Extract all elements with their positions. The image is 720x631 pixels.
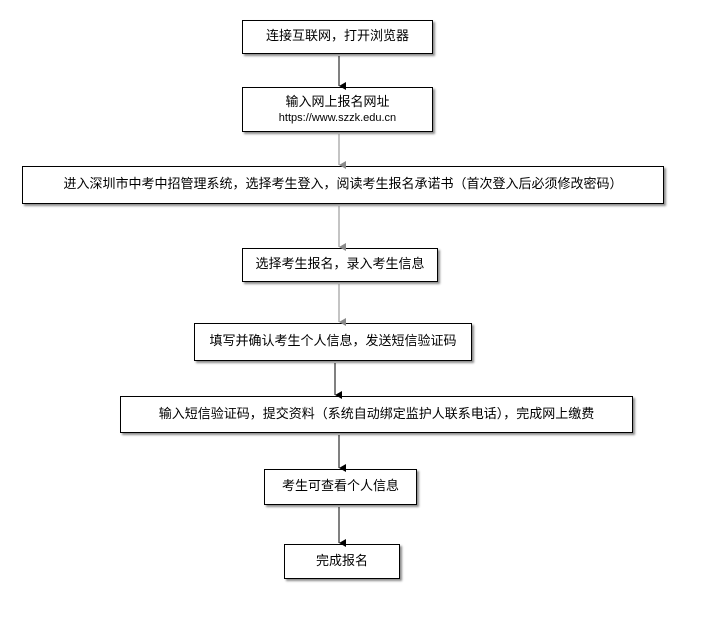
step-2-text: 输入网上报名网址 (285, 94, 390, 110)
step-1-text: 连接互联网，打开浏览器 (265, 29, 409, 44)
step-5-box: 填写并确认考生个人信息，发送短信验证码 (194, 323, 472, 361)
step-3-text: 进入深圳市中考中招管理系统，选择考生登入，阅读考生报名承诺书（首次登入后必须修改… (63, 177, 623, 192)
step-2-url[interactable]: https://www.szzk.edu.cn (278, 111, 397, 124)
step-3-box: 进入深圳市中考中招管理系统，选择考生登入，阅读考生报名承诺书（首次登入后必须修改… (22, 166, 664, 204)
step-4-text: 选择考生报名，录入考生信息 (255, 257, 425, 272)
step-1-box: 连接互联网，打开浏览器 (242, 20, 433, 54)
step-5-text: 填写并确认考生个人信息，发送短信验证码 (209, 334, 457, 349)
step-6-text: 输入短信验证码，提交资料（系统自动绑定监护人联系电话），完成网上缴费 (158, 406, 595, 422)
step-2-box: 输入网上报名网址 https://www.szzk.edu.cn (242, 87, 433, 132)
step-7-text: 考生可查看个人信息 (281, 479, 399, 494)
step-6-box: 输入短信验证码，提交资料（系统自动绑定监护人联系电话），完成网上缴费 (120, 396, 633, 433)
step-8-text: 完成报名 (315, 553, 368, 569)
